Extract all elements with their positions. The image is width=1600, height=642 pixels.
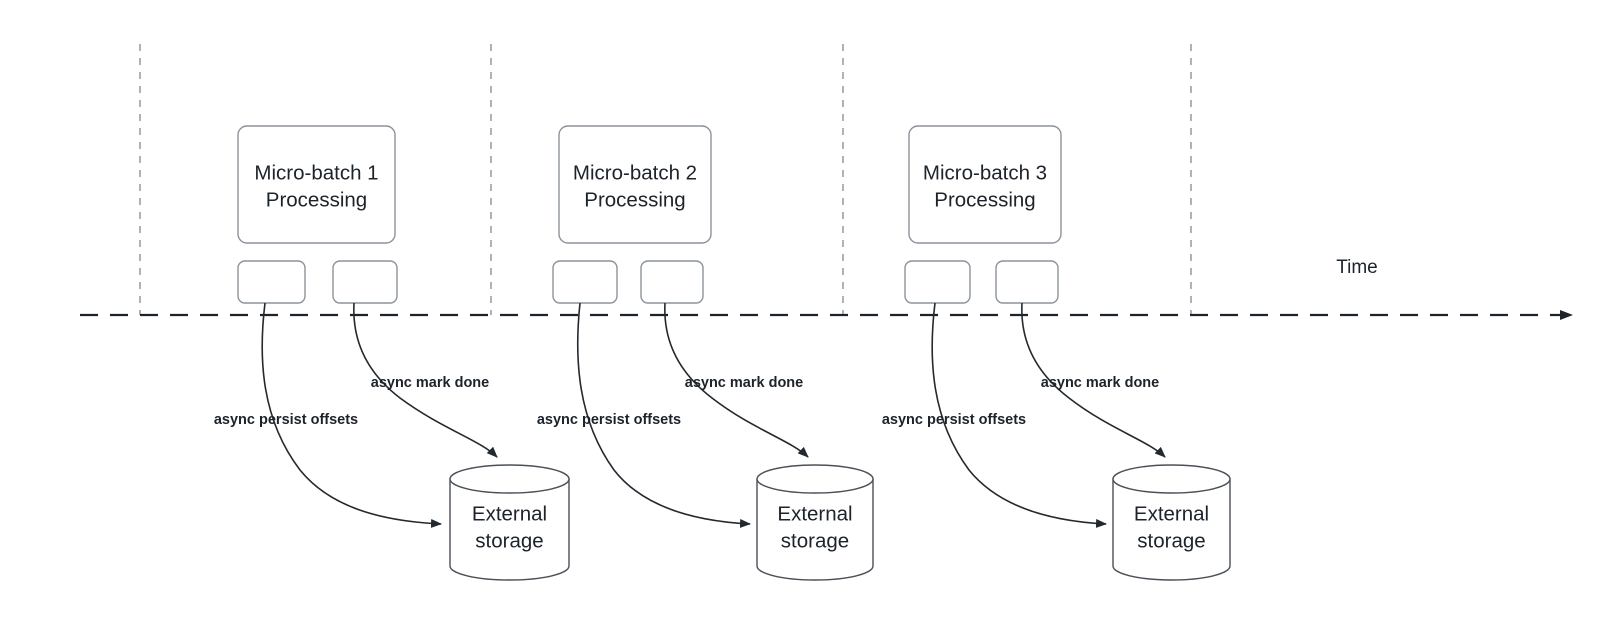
micro-batch-box-label-line2-3: Processing	[934, 189, 1035, 212]
external-storage-cylinder-top-2	[756, 464, 874, 494]
micro-batch-box-1[interactable]	[237, 125, 396, 244]
external-storage-cylinder-body-3[interactable]	[1112, 478, 1231, 581]
async-persist-offsets-edge-2	[576, 302, 751, 528]
external-storage-cylinder-top-3	[1112, 464, 1231, 494]
mark-done-task-box-2[interactable]	[640, 260, 704, 304]
micro-batch-box-label-line1-1: Micro-batch 1	[254, 162, 378, 185]
async-persist-offsets-edge-label-1: async persist offsets	[214, 412, 358, 428]
external-storage-label-line2-1: storage	[475, 530, 543, 553]
micro-batch-box-3[interactable]	[908, 125, 1062, 244]
async-mark-done-edge-label-3: async mark done	[1041, 375, 1159, 391]
async-mark-done-edge-1	[353, 302, 498, 458]
async-persist-offsets-edge-label-3: async persist offsets	[882, 412, 1026, 428]
external-storage-label-line2-2: storage	[781, 530, 849, 553]
external-storage-cylinder-body-2[interactable]	[756, 478, 874, 581]
async-mark-done-edge-3	[1021, 302, 1166, 458]
external-storage-cylinder-top-1	[449, 464, 570, 494]
external-storage-cylinder-body-1[interactable]	[449, 478, 570, 581]
async-mark-done-edge-label-1: async mark done	[371, 375, 489, 391]
persist-offsets-task-box-2[interactable]	[552, 260, 618, 304]
micro-batch-box-label-line1-2: Micro-batch 2	[573, 162, 697, 185]
async-mark-done-edge-2	[664, 302, 809, 458]
time-axis-layer: Time	[80, 257, 1573, 320]
external-storage-label-line1-3: External	[1134, 503, 1209, 526]
mark-done-task-box-1[interactable]	[332, 260, 398, 304]
async-persist-offsets-edge-1	[261, 302, 442, 529]
external-storage-label-line1-2: External	[777, 503, 852, 526]
async-persist-offsets-edge-3	[931, 302, 1107, 528]
external-storage-label-line2-3: storage	[1137, 530, 1205, 553]
async-persist-offsets-edge-label-2: async persist offsets	[537, 412, 681, 428]
external-storage-label-line1-1: External	[472, 503, 547, 526]
boundary-tick-layer	[139, 44, 1192, 315]
persist-offsets-task-box-3[interactable]	[904, 260, 971, 304]
micro-batch-box-label-line1-3: Micro-batch 3	[923, 162, 1047, 185]
micro-batch-box-2[interactable]	[558, 125, 712, 244]
persist-offsets-task-box-1[interactable]	[237, 260, 306, 304]
micro-batch-box-label-line2-2: Processing	[584, 189, 685, 212]
micro-batch-box-label-line2-1: Processing	[266, 189, 367, 212]
mark-done-task-box-3[interactable]	[995, 260, 1059, 304]
time-axis-label: Time	[1336, 257, 1378, 278]
async-mark-done-edge-label-2: async mark done	[685, 375, 803, 391]
